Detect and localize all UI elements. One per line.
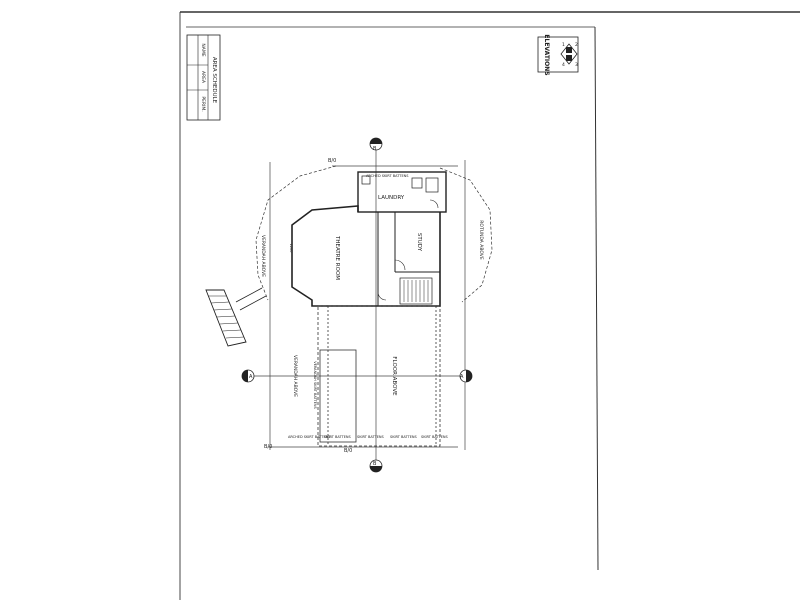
note-verandah-above-1: VERANDAH ABOVE [260, 235, 266, 277]
elevation-num-2: 2 [575, 42, 578, 48]
schedule-col-area: AREA [200, 71, 206, 84]
note-verandah-skirt: VERANDAH SKIRT BATTENS [313, 361, 317, 409]
section-marker-right: A [459, 369, 473, 383]
section-marker-top-letter: B [373, 146, 377, 152]
elevations-title: ELEVATIONS [543, 34, 550, 75]
verandah-outlines [255, 165, 493, 303]
elevation-num-3: 3 [575, 62, 578, 68]
house-walls [291, 171, 447, 307]
schedule-col-name: NAME [200, 43, 206, 56]
elevation-num-4: 4 [562, 62, 565, 68]
section-marker-bottom-letter: B [373, 461, 377, 467]
section-marker-left-letter: A [249, 374, 253, 380]
note-dimension: 1200 [289, 244, 293, 253]
level-mark-top: B/0 [328, 158, 336, 164]
note-skirt-4: SKIRT BATTENS [421, 435, 449, 439]
note-skirt-1: SKIRT BATTENS [324, 435, 352, 439]
area-schedule-block: AREA SCHEDULE NAME AREA PERIM. [186, 34, 221, 121]
note-arched-skirt-top: ARCHED SKIRT BATTENS [366, 174, 409, 178]
note-skirt-2: SKIRT BATTENS [357, 435, 385, 439]
floor-above-outline [317, 305, 441, 447]
note-arched-skirt-bottom: ARCHED SKIRT BATTENS [288, 435, 331, 439]
grid-lines [252, 148, 470, 462]
section-marker-bottom: B [369, 459, 383, 473]
note-skirt-3: SKIRT BATTENS [390, 435, 418, 439]
room-floor-above: FLOOR ABOVE [391, 356, 397, 396]
note-verandah-above-2: VERANDAH ABOVE [292, 355, 298, 397]
note-rotunda-above: ROTUNDA ABOVE [478, 220, 484, 260]
level-mark-bottom-mid: B/0 [344, 448, 352, 454]
elevations-key: 1 2 3 4 ELEVATIONS [537, 34, 579, 76]
plan-notes: VERANDAH ABOVE VERANDAH ABOVE ROTUNDA AB… [260, 158, 484, 454]
room-laundry: LAUNDRY [378, 195, 405, 201]
schedule-title: AREA SCHEDULE [211, 57, 217, 104]
section-marker-top: B [369, 137, 383, 152]
section-marker-left: A [241, 369, 255, 383]
section-marker-right-letter: A [460, 374, 464, 380]
room-study: STUDY [416, 233, 422, 252]
level-mark-bottom-left: B/0 [264, 444, 272, 450]
room-labels: LAUNDRY THEATRE ROOM STUDY FLOOR ABOVE [334, 195, 422, 396]
elevation-num-1: 1 [562, 42, 565, 48]
external-stair [205, 287, 267, 347]
schedule-col-perim: PERIM. [200, 96, 206, 111]
room-theatre: THEATRE ROOM [334, 235, 340, 280]
sheet-border [179, 11, 800, 600]
